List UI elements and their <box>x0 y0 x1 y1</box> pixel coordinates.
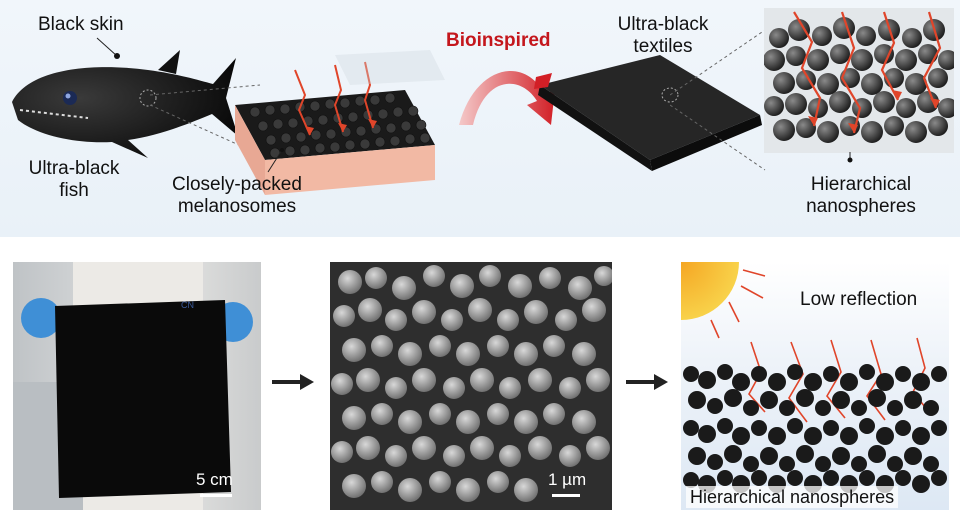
sem-image-graphic <box>330 262 612 510</box>
low-reflection-label: Low reflection <box>800 289 918 310</box>
ultra-black-fish-illustration <box>12 50 238 158</box>
bioinspired-curved-arrow <box>459 71 555 125</box>
melanosome-pointer <box>267 148 284 173</box>
fish-label-line2: fish <box>59 180 89 201</box>
ultra-black-fish-label: Ultra-black fish <box>24 158 124 202</box>
nanospheres-label-line2: nanospheres <box>806 196 916 217</box>
textile-zoom-connector <box>670 29 766 171</box>
bioinspired-label: Bioinspired <box>446 30 551 51</box>
ultra-black-textiles-label: Ultra-black textiles <box>608 14 718 58</box>
textile-photo: CN <box>13 262 261 510</box>
textiles-label-line2: textiles <box>633 36 693 57</box>
svg-text:CN: CN <box>181 300 194 310</box>
photo-scale-label: 5 cm <box>196 470 233 489</box>
hierarchical-nanospheres-label: Hierarchical nanospheres <box>786 174 936 218</box>
black-skin-pointer <box>96 37 120 59</box>
nanosphere-pointer <box>847 152 853 163</box>
melanosomes-label-line2: melanosomes <box>177 196 297 217</box>
process-arrow-2 <box>626 374 668 390</box>
ultra-black-textile-illustration <box>534 55 762 171</box>
melanosomes-label: Closely-packed melanosomes <box>162 174 312 218</box>
melanosome-block-illustration <box>235 50 445 195</box>
fish-label-line1: Ultra-black <box>28 158 120 179</box>
fish-zoom-connector <box>150 84 261 151</box>
black-skin-label: Black skin <box>38 14 124 35</box>
melanosomes-label-line1: Closely-packed <box>172 174 302 195</box>
textile-photo-graphic: CN <box>13 262 253 510</box>
nanosphere-zoom-illustration <box>764 8 954 153</box>
sem-scale-label: 1 µm <box>548 470 587 489</box>
low-reflection-graphic <box>681 262 947 493</box>
sem-image <box>330 262 612 510</box>
sem-scale-bar <box>552 494 580 497</box>
bottom-nanospheres-label: Hierarchical nanospheres <box>686 486 899 508</box>
nanospheres-label-line1: Hierarchical <box>810 174 912 195</box>
process-arrow-1 <box>272 374 314 390</box>
photo-scale-bar <box>200 494 232 497</box>
low-reflection-schematic <box>681 262 949 510</box>
textiles-label-line1: Ultra-black <box>617 14 709 35</box>
